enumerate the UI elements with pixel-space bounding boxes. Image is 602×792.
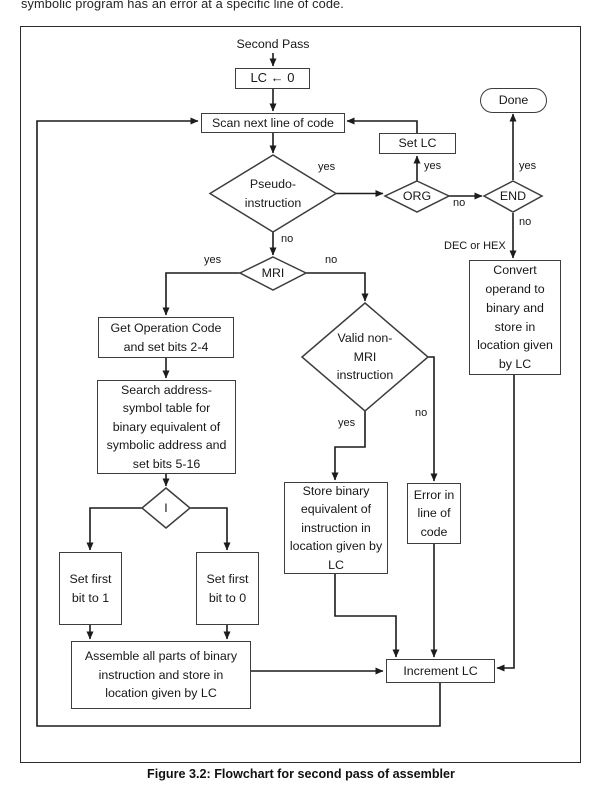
process-get-operation-code: Get Operation Code and set bits 2-4 — [98, 317, 234, 358]
branch-label-pseudo-yes: yes — [318, 161, 336, 173]
process-convert-operand: Convert operand to binary and store in l… — [469, 260, 561, 375]
branch-label-org-no: no — [453, 197, 466, 209]
connector-mri-to-getop — [162, 272, 241, 316]
decision-org: ORG — [402, 189, 432, 204]
decision-mri: MRI — [261, 266, 285, 281]
connector-valid-to-store — [331, 411, 366, 481]
process-lc-zero: LC ← 0 — [235, 68, 310, 89]
connector-increment-loop-to-scan — [36, 117, 441, 727]
process-store-binary: Store binary equivalent of instruction i… — [284, 482, 388, 574]
process-scan-next-line: Scan next line of code — [201, 113, 345, 133]
branch-label-end-no: no — [519, 216, 532, 228]
decision-valid-non-mri: Valid non- MRI instruction — [336, 331, 394, 383]
end-diamond-shape — [482, 180, 544, 213]
connector-store-to-increment — [334, 573, 400, 658]
process-assemble-parts: Assemble all parts of binary instruction… — [71, 641, 251, 709]
pseudo-diamond-shape — [208, 154, 338, 233]
figure-caption: Figure 3.2: Flowchart for second pass of… — [147, 767, 455, 781]
org-diamond-shape — [383, 180, 451, 213]
branch-label-end-yes: yes — [519, 160, 537, 172]
connector-i-to-set0 — [190, 507, 231, 551]
branch-label-valid-no: no — [415, 407, 428, 419]
branch-label-org-yes: yes — [424, 160, 442, 172]
branch-label-mri-no: no — [325, 254, 338, 266]
connector-setlc-to-scan — [346, 117, 418, 133]
process-search-symbol-table: Search address- symbol table for binary … — [97, 380, 236, 474]
valid-non-mri-diamond-shape — [300, 302, 430, 412]
start-label-second-pass: Second Pass — [236, 36, 310, 51]
process-set-lc: Set LC — [379, 133, 456, 154]
connector-valid-to-error — [428, 356, 438, 482]
connector-convert-to-increment — [496, 375, 515, 672]
terminator-done: Done — [480, 88, 547, 113]
process-set-first-bit-1: Set first bit to 1 — [59, 552, 122, 625]
connector-mri-to-valid — [306, 272, 369, 302]
branch-label-dec-or-hex: DEC or HEX — [444, 240, 506, 252]
process-increment-lc: Increment LC — [386, 659, 495, 683]
branch-label-pseudo-no: no — [281, 233, 294, 245]
decision-end: END — [499, 189, 527, 204]
connector-i-to-set1 — [86, 507, 142, 551]
process-error-in-line: Error in line of code — [407, 483, 461, 544]
process-set-first-bit-0: Set first bit to 0 — [196, 552, 259, 625]
decision-pseudo-instruction: Pseudo- instruction — [244, 176, 302, 210]
body-text-line: symbolic program has an error at a speci… — [21, 0, 344, 11]
branch-label-valid-yes: yes — [338, 417, 356, 429]
branch-label-mri-yes: yes — [204, 254, 222, 266]
decision-i: I — [164, 500, 168, 515]
i-diamond-shape — [140, 487, 192, 529]
mri-diamond-shape — [238, 256, 308, 291]
figure-border — [20, 26, 581, 763]
